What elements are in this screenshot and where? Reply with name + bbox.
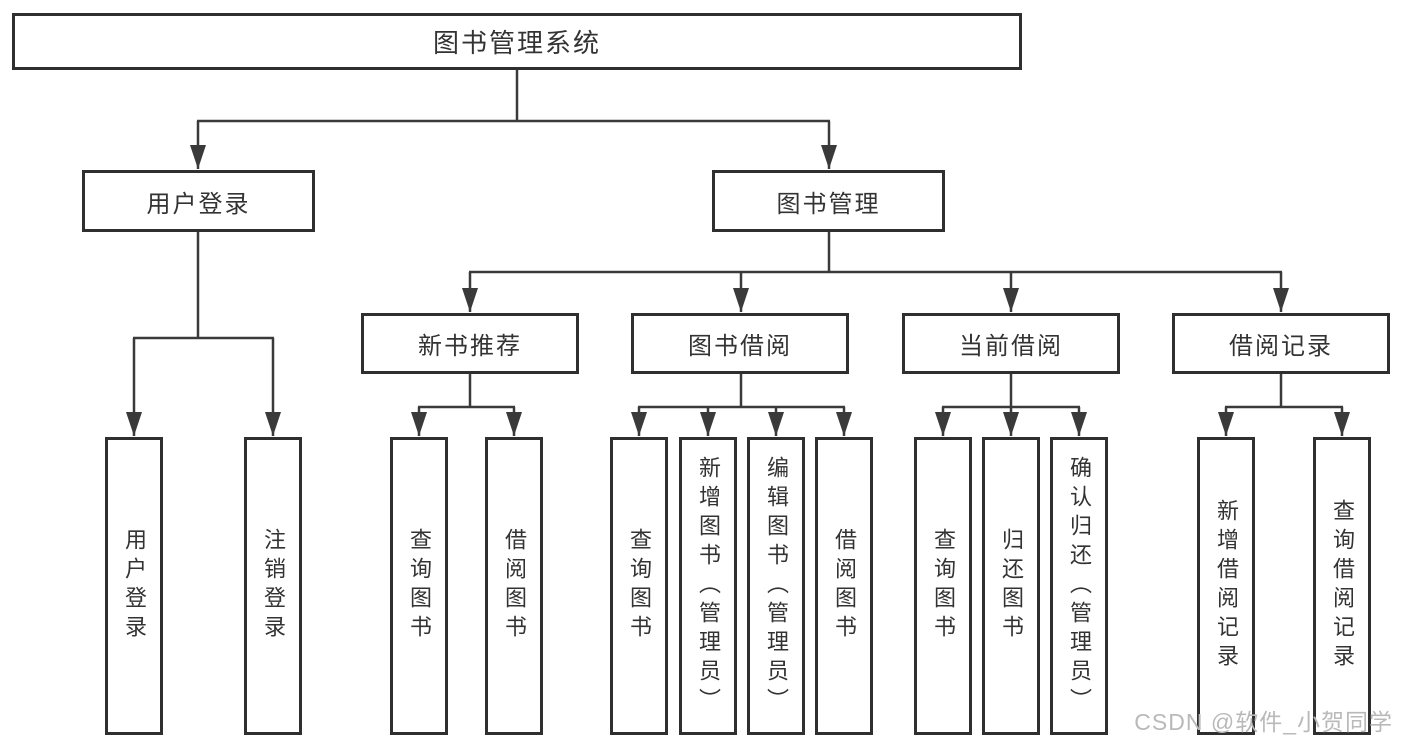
leaf-add-borrow-record: 新增借阅记录 <box>1197 437 1255 735</box>
node-label: 图书管理系统 <box>432 28 601 58</box>
node-label: 借阅图书 <box>832 528 857 644</box>
node-label: 注销登录 <box>261 528 286 644</box>
csdn-watermark: CSDN @软件_小贺同学 <box>1134 709 1393 735</box>
node-book-management: 图书管理 <box>712 170 945 232</box>
node-label: 查询图书 <box>407 528 432 644</box>
node-label: 确认归还（管理员） <box>1067 455 1092 717</box>
node-label: 新书推荐 <box>418 333 522 360</box>
leaf-add-book-admin: 新增图书（管理员） <box>679 437 737 735</box>
leaf-borrow-books: 借阅图书 <box>815 437 873 735</box>
leaf-confirm-return-admin: 确认归还（管理员） <box>1050 437 1108 735</box>
node-label: 借阅记录 <box>1229 333 1333 360</box>
leaf-borrow-books: 借阅图书 <box>485 437 543 735</box>
node-library-management-system: 图书管理系统 <box>12 13 1022 70</box>
node-user-login: 用户登录 <box>82 170 315 232</box>
leaf-query-books: 查询图书 <box>390 437 448 735</box>
leaf-edit-book-admin: 编辑图书（管理员） <box>747 437 805 735</box>
node-borrowing-records: 借阅记录 <box>1172 313 1390 374</box>
leaf-query-books: 查询图书 <box>914 437 972 735</box>
node-current-borrowing: 当前借阅 <box>902 313 1120 374</box>
node-label: 查询图书 <box>627 528 652 644</box>
node-label: 新增图书（管理员） <box>696 455 721 717</box>
leaf-query-books: 查询图书 <box>610 437 668 735</box>
node-new-book-recommendation: 新书推荐 <box>361 313 579 374</box>
node-label: 图书管理 <box>776 190 881 218</box>
leaf-query-borrow-record: 查询借阅记录 <box>1313 437 1371 735</box>
node-book-borrowing: 图书借阅 <box>631 313 849 374</box>
node-label: 借阅图书 <box>502 528 527 644</box>
node-label: 查询图书 <box>931 528 956 644</box>
leaf-user-login: 用户登录 <box>105 437 163 735</box>
node-label: 归还图书 <box>999 528 1024 644</box>
node-label: 查询借阅记录 <box>1330 499 1355 673</box>
node-label: 当前借阅 <box>959 333 1063 360</box>
node-label: 用户登录 <box>146 190 251 218</box>
leaf-logout: 注销登录 <box>244 437 302 735</box>
node-label: 图书借阅 <box>688 333 792 360</box>
node-label: 编辑图书（管理员） <box>764 455 789 717</box>
leaf-return-book: 归还图书 <box>982 437 1040 735</box>
node-label: 新增借阅记录 <box>1214 499 1239 673</box>
node-label: 用户登录 <box>122 528 147 644</box>
